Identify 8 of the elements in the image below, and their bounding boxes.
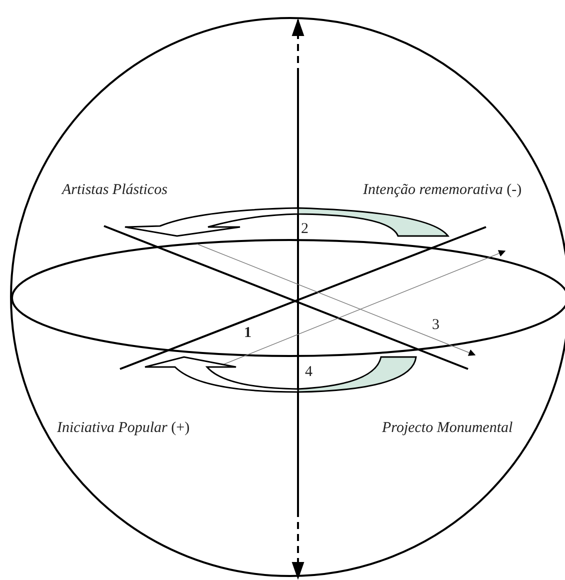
text-label: Artistas Plásticos [62, 183, 168, 198]
number-label: 3 [432, 318, 440, 333]
text-label: Iniciativa Popular (+) [57, 421, 190, 436]
text-label: Projecto Monumental [382, 421, 513, 436]
number-label: 4 [305, 365, 312, 380]
number-label: 2 [301, 222, 308, 237]
text-label: Intenção rememorativa (-) [363, 183, 522, 198]
number-label: 1 [244, 326, 252, 341]
